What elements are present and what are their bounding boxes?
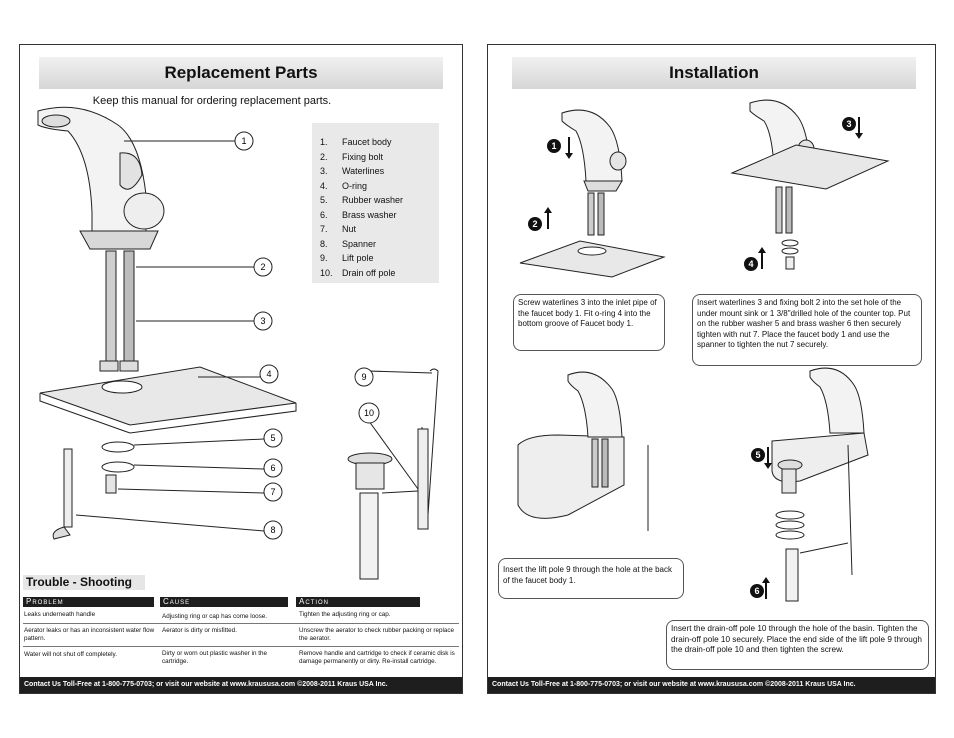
parts-list: 1. Faucet body 2. Fixing bolt 3. Waterlines 4.…	[312, 123, 439, 283]
arrow-down-icon	[764, 447, 772, 469]
svg-text:1: 1	[241, 136, 246, 146]
contact-footer: Contact Us Toll-Free at 1-800-775-0703; …	[488, 677, 935, 693]
part-number: 1.	[320, 137, 328, 147]
svg-text:9: 9	[361, 372, 366, 382]
lift-pole-note: Insert the lift pole 9 through the hole …	[498, 558, 684, 599]
arrow-up-icon	[758, 247, 766, 269]
installation-diagrams: 1 2 3 4 5 6	[517, 99, 890, 602]
parts-list-item: 3. Waterlines	[320, 164, 439, 179]
action-cell: Unscrew the aerator to check rubber pack…	[299, 627, 455, 642]
contact-footer: Contact Us Toll-Free at 1-800-775-0703; …	[20, 677, 462, 693]
part-name: O-ring	[342, 180, 368, 191]
parts-list-item: 5. Rubber washer	[320, 193, 439, 208]
step-3-4-note: Insert waterlines 3 and fixing bolt 2 in…	[692, 294, 922, 366]
action-cell: Remove handle and cartridge to check if …	[299, 650, 455, 665]
svg-text:2: 2	[260, 262, 265, 272]
callout-4: 4	[259, 364, 279, 384]
part-name: Nut	[342, 224, 357, 234]
part-name: Waterlines	[342, 166, 385, 176]
parts-list-item: 4. O-ring	[320, 179, 439, 194]
row-divider	[23, 646, 459, 647]
part-number: 5.	[320, 195, 328, 205]
arrow-up-icon	[762, 577, 770, 599]
faucet-exploded-diagram: 1 2 3 4 5 6 7 8 9 10	[37, 106, 439, 580]
svg-text:8: 8	[270, 525, 275, 535]
callout-2: 2	[253, 257, 273, 277]
part-name: Drain off pole	[342, 267, 396, 278]
part-name: Faucet body	[342, 137, 392, 147]
callout-3: 3	[253, 311, 273, 331]
callout-5: 5	[263, 428, 283, 448]
arrow-down-icon	[565, 137, 573, 159]
row-divider	[23, 623, 459, 624]
part-number: 10.	[320, 267, 333, 278]
manual-note: Keep this manual for ordering replacemen…	[92, 95, 332, 107]
page-title: Installation	[512, 57, 916, 89]
part-number: 8.	[320, 238, 328, 249]
svg-text:4: 4	[748, 259, 753, 269]
arrow-up-icon	[544, 207, 552, 229]
callout-9: 9	[354, 367, 374, 387]
part-name: Brass washer	[342, 209, 397, 220]
svg-text:7: 7	[270, 487, 275, 497]
svg-text:3: 3	[260, 316, 265, 326]
parts-list-item: 1. Faucet body	[320, 135, 439, 150]
drain-pole-note: Insert the drain-off pole 10 through the…	[666, 620, 929, 670]
step-3-badge: 3	[842, 117, 856, 131]
part-number: 9.	[320, 253, 328, 263]
svg-text:5: 5	[755, 450, 760, 460]
part-name: Fixing bolt	[342, 151, 384, 162]
action-header: Action	[296, 597, 420, 607]
step-1-2-note: Screw waterlines 3 into the inlet pipe o…	[513, 294, 665, 351]
callout-8: 8	[263, 520, 283, 540]
arrow-down-icon	[855, 117, 863, 139]
cause-cell: Aerator is dirty or misfitted.	[162, 627, 237, 634]
svg-text:4: 4	[266, 369, 271, 379]
svg-text:2: 2	[532, 219, 537, 229]
action-cell: Tighten the adjusting ring or cap.	[299, 611, 391, 618]
step-4-badge: 4	[744, 257, 758, 271]
cause-header: Cause	[160, 597, 288, 607]
parts-list-item: 2. Fixing bolt	[320, 150, 439, 165]
step-6-badge: 6	[750, 584, 764, 598]
parts-list-item: 7. Nut	[320, 222, 439, 237]
part-number: 7.	[320, 224, 328, 234]
part-name: Lift pole	[342, 253, 374, 263]
parts-list-item: 10. Drain off pole	[320, 266, 439, 281]
installation-page: Installation	[487, 44, 936, 694]
troubleshooting-title: Trouble - Shooting	[23, 575, 145, 590]
parts-list-item: 8. Spanner	[320, 237, 439, 252]
problem-cell: Leaks underneath handle	[24, 611, 96, 618]
step-1-badge: 1	[547, 139, 561, 153]
cause-cell: Dirty or worn out plastic washer in the …	[162, 650, 267, 665]
parts-list-item: 9. Lift pole	[320, 251, 439, 266]
problem-cell: Aerator leaks or has an inconsistent wat…	[24, 627, 155, 642]
callout-7: 7	[263, 482, 283, 502]
callout-10: 10	[358, 402, 380, 424]
svg-text:10: 10	[364, 408, 374, 418]
svg-text:1: 1	[551, 141, 556, 151]
part-name: Rubber washer	[342, 195, 404, 205]
parts-list-item: 6. Brass washer	[320, 208, 439, 223]
part-number: 4.	[320, 180, 328, 191]
page-title: Replacement Parts	[39, 57, 443, 89]
problem-cell: Water will not shut off completely.	[24, 651, 117, 658]
part-name: Spanner	[342, 238, 377, 249]
problem-header: Problem	[23, 597, 154, 607]
svg-text:6: 6	[270, 463, 275, 473]
step-2-badge: 2	[528, 217, 542, 231]
replacement-parts-page: Replacement Parts Keep this manual for o…	[19, 44, 463, 694]
svg-text:6: 6	[754, 586, 759, 596]
cause-cell: Adjusting ring or cap has come loose.	[162, 613, 268, 620]
part-number: 2.	[320, 151, 328, 162]
callout-1: 1	[234, 131, 254, 151]
callout-6: 6	[263, 458, 283, 478]
part-number: 3.	[320, 166, 328, 176]
part-number: 6.	[320, 209, 328, 220]
svg-text:5: 5	[270, 433, 275, 443]
step-5-badge: 5	[751, 448, 765, 462]
svg-text:3: 3	[846, 119, 851, 129]
